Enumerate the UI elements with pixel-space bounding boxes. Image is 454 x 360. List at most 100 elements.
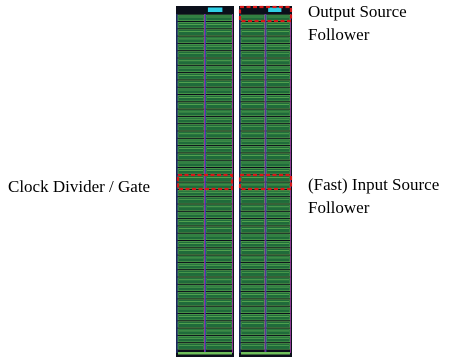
left-column-cell — [177, 262, 205, 270]
left-column-cell — [205, 95, 233, 102]
right-column-cell — [266, 219, 291, 226]
left-column-cell — [177, 175, 205, 182]
right-column-cell — [240, 314, 265, 321]
left-column-cell — [205, 182, 233, 189]
left-column-cell — [205, 292, 233, 299]
left-column-cell — [177, 95, 205, 102]
right-column-cell — [266, 233, 291, 240]
right-column-cell — [240, 109, 265, 116]
left-column-cell — [177, 211, 205, 219]
left-column-cell — [177, 87, 205, 94]
right-column-cell — [266, 197, 291, 204]
left-column-cell — [177, 14, 205, 21]
right-column-cell — [266, 321, 291, 328]
right-column-cell — [266, 29, 291, 36]
left-column-cell — [177, 248, 205, 255]
left-column-cell — [205, 255, 233, 262]
right-column-cell — [266, 153, 291, 160]
right-column-cell — [240, 29, 265, 36]
right-column-cell — [266, 95, 291, 102]
right-column-cell — [266, 328, 291, 335]
label-fast-input-source-follower-line2: Follower — [308, 198, 370, 217]
left-column-cell — [177, 277, 205, 284]
left-column-cell — [177, 343, 205, 350]
right-column-cell — [240, 189, 265, 197]
right-column-cell — [240, 153, 265, 160]
right-column-cell — [240, 335, 265, 343]
right-column-cell — [240, 51, 265, 58]
right-column-cell — [266, 241, 291, 248]
right-column-cell — [266, 146, 291, 153]
right-column-cell — [266, 277, 291, 284]
left-column-cell — [205, 204, 233, 211]
left-column-cell — [205, 211, 233, 219]
right-column-cell — [240, 270, 265, 277]
right-column-cell — [240, 43, 265, 51]
right-column-cell — [266, 189, 291, 197]
left-column-cell — [177, 65, 205, 73]
layout-column-left — [176, 6, 234, 357]
right-column-cell — [266, 299, 291, 306]
right-column-cell — [240, 131, 265, 138]
left-column-cell — [177, 109, 205, 116]
left-column-cell — [205, 233, 233, 240]
right-column-cell — [266, 116, 291, 124]
left-column-cell — [177, 241, 205, 248]
left-column-cell — [205, 131, 233, 138]
right-column-cell — [240, 321, 265, 328]
left-column-cell — [177, 321, 205, 328]
left-column-cell — [205, 87, 233, 94]
left-column-cell — [177, 197, 205, 204]
left-column-cell — [177, 160, 205, 167]
left-column-cell — [205, 343, 233, 350]
right-column-cell — [266, 73, 291, 80]
left-column-cell — [205, 248, 233, 255]
left-column-cell — [177, 314, 205, 321]
left-column-cell — [177, 116, 205, 124]
left-column-top-pad — [207, 7, 223, 12]
right-column-cell — [240, 233, 265, 240]
left-column-cell — [177, 299, 205, 306]
right-column-cell — [240, 80, 265, 87]
left-column-cell — [205, 146, 233, 153]
right-column-cell — [240, 226, 265, 233]
left-column-cell — [177, 73, 205, 80]
right-column-cell — [240, 95, 265, 102]
left-column-cell — [205, 241, 233, 248]
right-column-cell — [240, 65, 265, 73]
right-column-cell — [240, 168, 265, 175]
right-column-cell — [240, 248, 265, 255]
right-column-cell — [266, 182, 291, 189]
right-column-cell — [266, 14, 291, 21]
left-column-cell — [177, 189, 205, 197]
right-column-cell — [240, 284, 265, 292]
left-column-cell — [205, 51, 233, 58]
label-output-source-follower-line2: Follower — [308, 25, 370, 44]
left-column-cell — [205, 219, 233, 226]
left-column-cell — [205, 109, 233, 116]
right-column-cell — [266, 211, 291, 219]
right-column-cell — [240, 175, 265, 182]
right-column-cell — [266, 226, 291, 233]
right-column-cell — [266, 262, 291, 270]
right-column-cell — [240, 197, 265, 204]
right-column-cell — [266, 270, 291, 277]
right-column-cell — [266, 58, 291, 65]
left-column-cell — [205, 102, 233, 109]
left-column-cell — [205, 168, 233, 175]
left-column-cell — [177, 29, 205, 36]
right-column-cell — [266, 335, 291, 343]
left-column-cell — [177, 284, 205, 292]
left-column-cell — [205, 58, 233, 65]
right-column-cell — [266, 255, 291, 262]
right-column-cell — [240, 124, 265, 131]
right-column-cell — [240, 211, 265, 219]
right-column-cell — [240, 204, 265, 211]
right-column-cell — [240, 292, 265, 299]
right-column-cell — [240, 146, 265, 153]
left-column-cell — [177, 22, 205, 29]
left-column-bottom-bus — [178, 352, 232, 355]
left-column-cell — [177, 226, 205, 233]
left-column-cell — [177, 36, 205, 43]
